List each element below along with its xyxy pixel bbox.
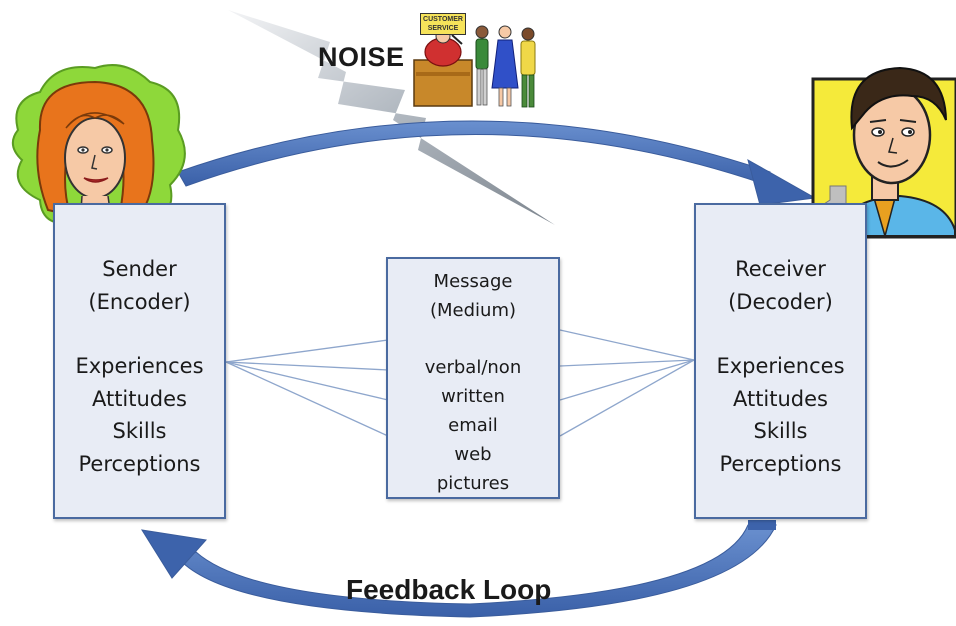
customer-service-sign-line1: CUSTOMER bbox=[423, 16, 463, 23]
sender-title: Sender bbox=[102, 257, 177, 281]
message-channel: written bbox=[441, 386, 505, 407]
receiver-attribute: Experiences bbox=[716, 354, 845, 378]
receiver-attribute: Attitudes bbox=[732, 386, 829, 411]
feedback-arrowhead-icon bbox=[140, 529, 207, 579]
message-channel: pictures bbox=[436, 473, 510, 494]
receiver-title: Receiver bbox=[735, 257, 826, 281]
feedback-arrow-tail bbox=[748, 520, 776, 530]
message-channel: web bbox=[454, 444, 492, 465]
customer-service-sign: CUSTOMER SERVICE bbox=[420, 13, 466, 35]
message-channel: verbal/non bbox=[424, 357, 522, 378]
message-subtitle: (Medium) bbox=[429, 300, 517, 321]
sender-attribute: Experiences bbox=[75, 354, 204, 378]
sender-box: Sender (Encoder) Experiences Attitudes S… bbox=[53, 203, 226, 519]
message-channel: email bbox=[448, 415, 498, 436]
message-receiver-lines bbox=[559, 329, 695, 437]
sender-attribute: Attitudes bbox=[91, 386, 188, 411]
receiver-subtitle: (Decoder) bbox=[728, 289, 833, 314]
sender-subtitle: (Encoder) bbox=[88, 289, 191, 314]
feedback-loop-label: Feedback Loop bbox=[346, 574, 552, 605]
noise-label: NOISE bbox=[318, 42, 405, 72]
sender-attribute: Skills bbox=[112, 419, 167, 443]
customer-service-illustration bbox=[413, 25, 536, 108]
receiver-box: Receiver (Decoder) Experiences Attitudes… bbox=[694, 203, 867, 519]
message-title: Message bbox=[433, 271, 513, 292]
customer-service-sign-line2: SERVICE bbox=[427, 25, 459, 32]
top-arrowhead-icon bbox=[747, 158, 817, 206]
receiver-attribute: Skills bbox=[753, 419, 808, 443]
message-box: Message (Medium) verbal/non written emai… bbox=[386, 257, 560, 499]
receiver-attribute: Perceptions bbox=[719, 451, 842, 476]
sender-message-lines bbox=[225, 339, 389, 437]
sender-attribute: Perceptions bbox=[78, 451, 201, 476]
